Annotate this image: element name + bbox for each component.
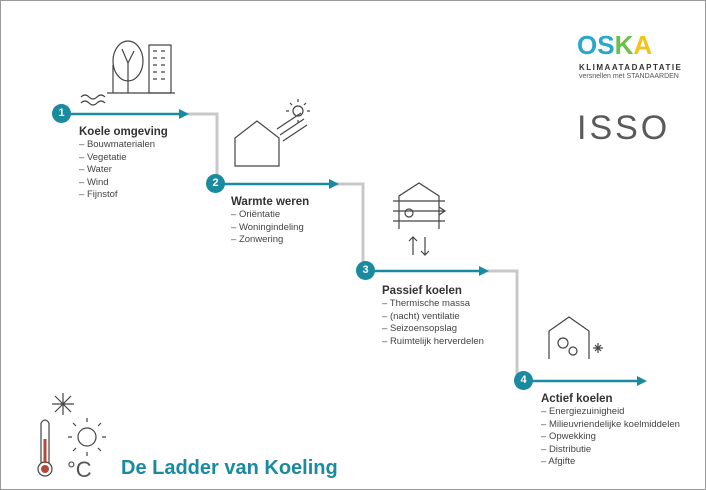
step-1-badge: 1 — [52, 104, 71, 123]
step-1-title: Koele omgeving — [79, 126, 168, 138]
snowflake-icon — [52, 393, 74, 415]
tree-building-icon — [80, 40, 175, 106]
list-item: Oriëntatie — [231, 209, 304, 222]
step-3-list: Thermische massa (nacht) ventilatie Seiz… — [382, 298, 484, 348]
list-item: Afgifte — [541, 456, 680, 469]
list-item: Seizoensopslag — [382, 323, 484, 336]
step-arrows — [63, 109, 647, 386]
list-item: Vegetatie — [79, 152, 155, 165]
page-title: De Ladder van Koeling — [121, 457, 338, 479]
thermometer-icon — [37, 419, 53, 477]
list-item: Zonwering — [231, 234, 304, 247]
degree-celsius-symbol: °C — [67, 457, 92, 482]
list-item: Ruimtelijk herverdelen — [382, 336, 484, 349]
step-2-badge: 2 — [206, 174, 225, 193]
step-2-title: Warmte weren — [231, 196, 310, 208]
sun-icon — [68, 418, 106, 456]
step-3-badge: 3 — [356, 261, 375, 280]
list-item: Distributie — [541, 444, 680, 457]
ladder-risers — [187, 112, 519, 381]
list-item: Thermische massa — [382, 298, 484, 311]
list-item: Fijnstof — [79, 189, 155, 202]
house-sun-icon — [234, 99, 310, 167]
oska-logo-tagline: KLIMAATADAPTATIE — [579, 63, 683, 72]
step-4-badge: 4 — [514, 371, 533, 390]
step-1-list: Bouwmaterialen Vegetatie Water Wind Fijn… — [79, 139, 155, 202]
list-item: Woningindeling — [231, 222, 304, 235]
list-item: (nacht) ventilatie — [382, 311, 484, 324]
riser-2-3 — [333, 182, 365, 271]
list-item: Opwekking — [541, 431, 680, 444]
isso-logo: ISSO — [577, 109, 671, 147]
step-4-title: Actief koelen — [541, 393, 613, 405]
oska-logo: OSKA — [577, 30, 653, 60]
riser-1-2 — [187, 112, 219, 184]
house-ventilation-icon — [393, 182, 447, 256]
list-item: Energiezuinigheid — [541, 406, 680, 419]
list-item: Milieuvriendelijke koelmiddelen — [541, 419, 680, 432]
house-gears-icon — [548, 316, 603, 359]
list-item: Wind — [79, 177, 155, 190]
list-item: Bouwmaterialen — [79, 139, 155, 152]
step-4-list: Energiezuinigheid Milieuvriendelijke koe… — [541, 406, 680, 469]
step-2-list: Oriëntatie Woningindeling Zonwering — [231, 209, 304, 247]
oska-logo-subtitle: versnellen met STANDAARDEN — [579, 73, 679, 80]
riser-3-4 — [487, 269, 519, 381]
step-3-title: Passief koelen — [382, 285, 462, 297]
list-item: Water — [79, 164, 155, 177]
